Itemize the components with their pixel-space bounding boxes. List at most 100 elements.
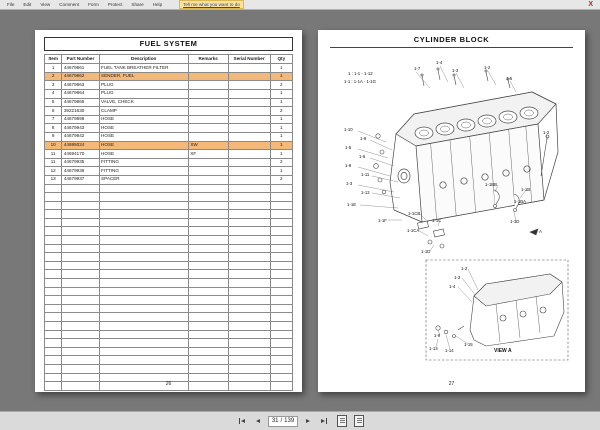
part-callout: 1-1 : 1-1A - 1-1G — [344, 79, 377, 84]
table-row — [43, 252, 294, 262]
part-callout: 1-1CA — [407, 228, 420, 233]
table-row — [43, 381, 294, 391]
part-callout: 1-4 — [436, 60, 443, 65]
part-callout: 1-14 — [445, 348, 454, 353]
cylinder-block-drawing — [357, 65, 569, 361]
table-row — [43, 321, 294, 331]
part-callout: 1-15 — [464, 342, 473, 347]
menu-item-share[interactable]: Share — [131, 2, 144, 7]
page-title-fuel-system: FUEL SYSTEM — [44, 37, 293, 51]
part-callout: 1-9 — [360, 136, 367, 141]
menu-item-form[interactable]: Form — [88, 2, 99, 7]
first-page-button[interactable] — [236, 415, 248, 427]
column-header: Serial Number — [227, 53, 271, 65]
part-callout: 1-9 — [434, 333, 441, 338]
page-number-input[interactable]: 31 / 139 — [267, 415, 299, 427]
page-number-left: 26 — [165, 381, 172, 387]
part-callout: 1-13 — [429, 346, 438, 351]
table-row — [43, 355, 294, 365]
menu-item-protect[interactable]: Protect — [107, 2, 123, 7]
menu-item-view[interactable]: View — [40, 2, 51, 7]
part-callout: 1 : 1-1 - 1-12 — [348, 71, 373, 76]
part-callout: 1-1F — [378, 218, 387, 223]
menubar: File Edit View Comment Form Protect Share Help — [7, 0, 162, 9]
last-page-button[interactable] — [318, 415, 330, 427]
part-callout: 1-10 — [344, 127, 353, 132]
part-callout: 1-2 — [484, 65, 491, 70]
menu-item-comment[interactable]: Comment — [59, 2, 80, 7]
part-callout: 1-1BA — [514, 199, 526, 204]
fit-width-icon[interactable] — [354, 415, 365, 427]
table-row — [43, 312, 294, 322]
table-row — [43, 295, 294, 305]
column-header: Item — [43, 53, 63, 65]
bottom-toolbar: 31 / 139 — [0, 411, 600, 430]
part-callout: 1-8 — [345, 163, 352, 168]
part-callout: 1-1E — [347, 202, 357, 207]
part-callout: 1-3 — [454, 275, 461, 280]
table-row — [43, 243, 294, 254]
menu-item-file[interactable]: File — [7, 2, 15, 7]
current-page: 31 — [271, 418, 279, 424]
part-callout: 1-5 — [506, 76, 513, 81]
menu-item-edit[interactable]: Edit — [23, 2, 32, 7]
part-callout: 1-1D — [421, 249, 431, 254]
part-callout: A — [539, 229, 542, 234]
table-row — [43, 217, 294, 228]
table-row — [43, 329, 294, 340]
total-pages: 139 — [284, 418, 295, 424]
column-header: Description — [98, 53, 189, 65]
part-callout: 1-5 — [345, 145, 352, 150]
part-callout: 1-1CB — [408, 211, 421, 216]
next-page-button[interactable] — [302, 415, 314, 427]
fit-page-icon[interactable] — [337, 415, 348, 427]
menu-item-help[interactable]: Help — [152, 2, 163, 7]
table-row — [43, 200, 294, 211]
table-row — [43, 260, 294, 271]
column-header: Remarks — [187, 53, 229, 65]
part-callout: 1-1B — [521, 187, 531, 192]
page-number-right: 27 — [448, 381, 455, 387]
part-callout: 1-4 — [449, 284, 456, 289]
table-row — [43, 278, 294, 288]
table-row — [43, 183, 294, 194]
part-callout: 1-3 — [452, 68, 459, 73]
part-callout: 1-6 — [359, 154, 366, 159]
page-separator: / — [280, 418, 283, 424]
part-callout: 1-1BB — [485, 182, 497, 187]
page-cylinder-block: CYLINDER BLOCK — [318, 30, 585, 392]
part-callout: 1-2 — [543, 130, 550, 135]
view-a-label: VIEW A — [494, 348, 512, 354]
table-row — [43, 346, 294, 357]
part-callout: 1-2 — [461, 266, 468, 271]
table-row — [43, 209, 294, 219]
close-icon[interactable]: X — [588, 0, 593, 8]
hint-box[interactable]: Tell me what you want to do — [179, 0, 244, 9]
part-callout: 1-12 — [361, 190, 370, 195]
column-header: Qty — [269, 53, 294, 65]
column-header: Part Number — [61, 53, 100, 65]
previous-page-button[interactable] — [252, 415, 264, 427]
part-callout: 1-11 — [361, 172, 370, 177]
table-row — [43, 269, 294, 280]
